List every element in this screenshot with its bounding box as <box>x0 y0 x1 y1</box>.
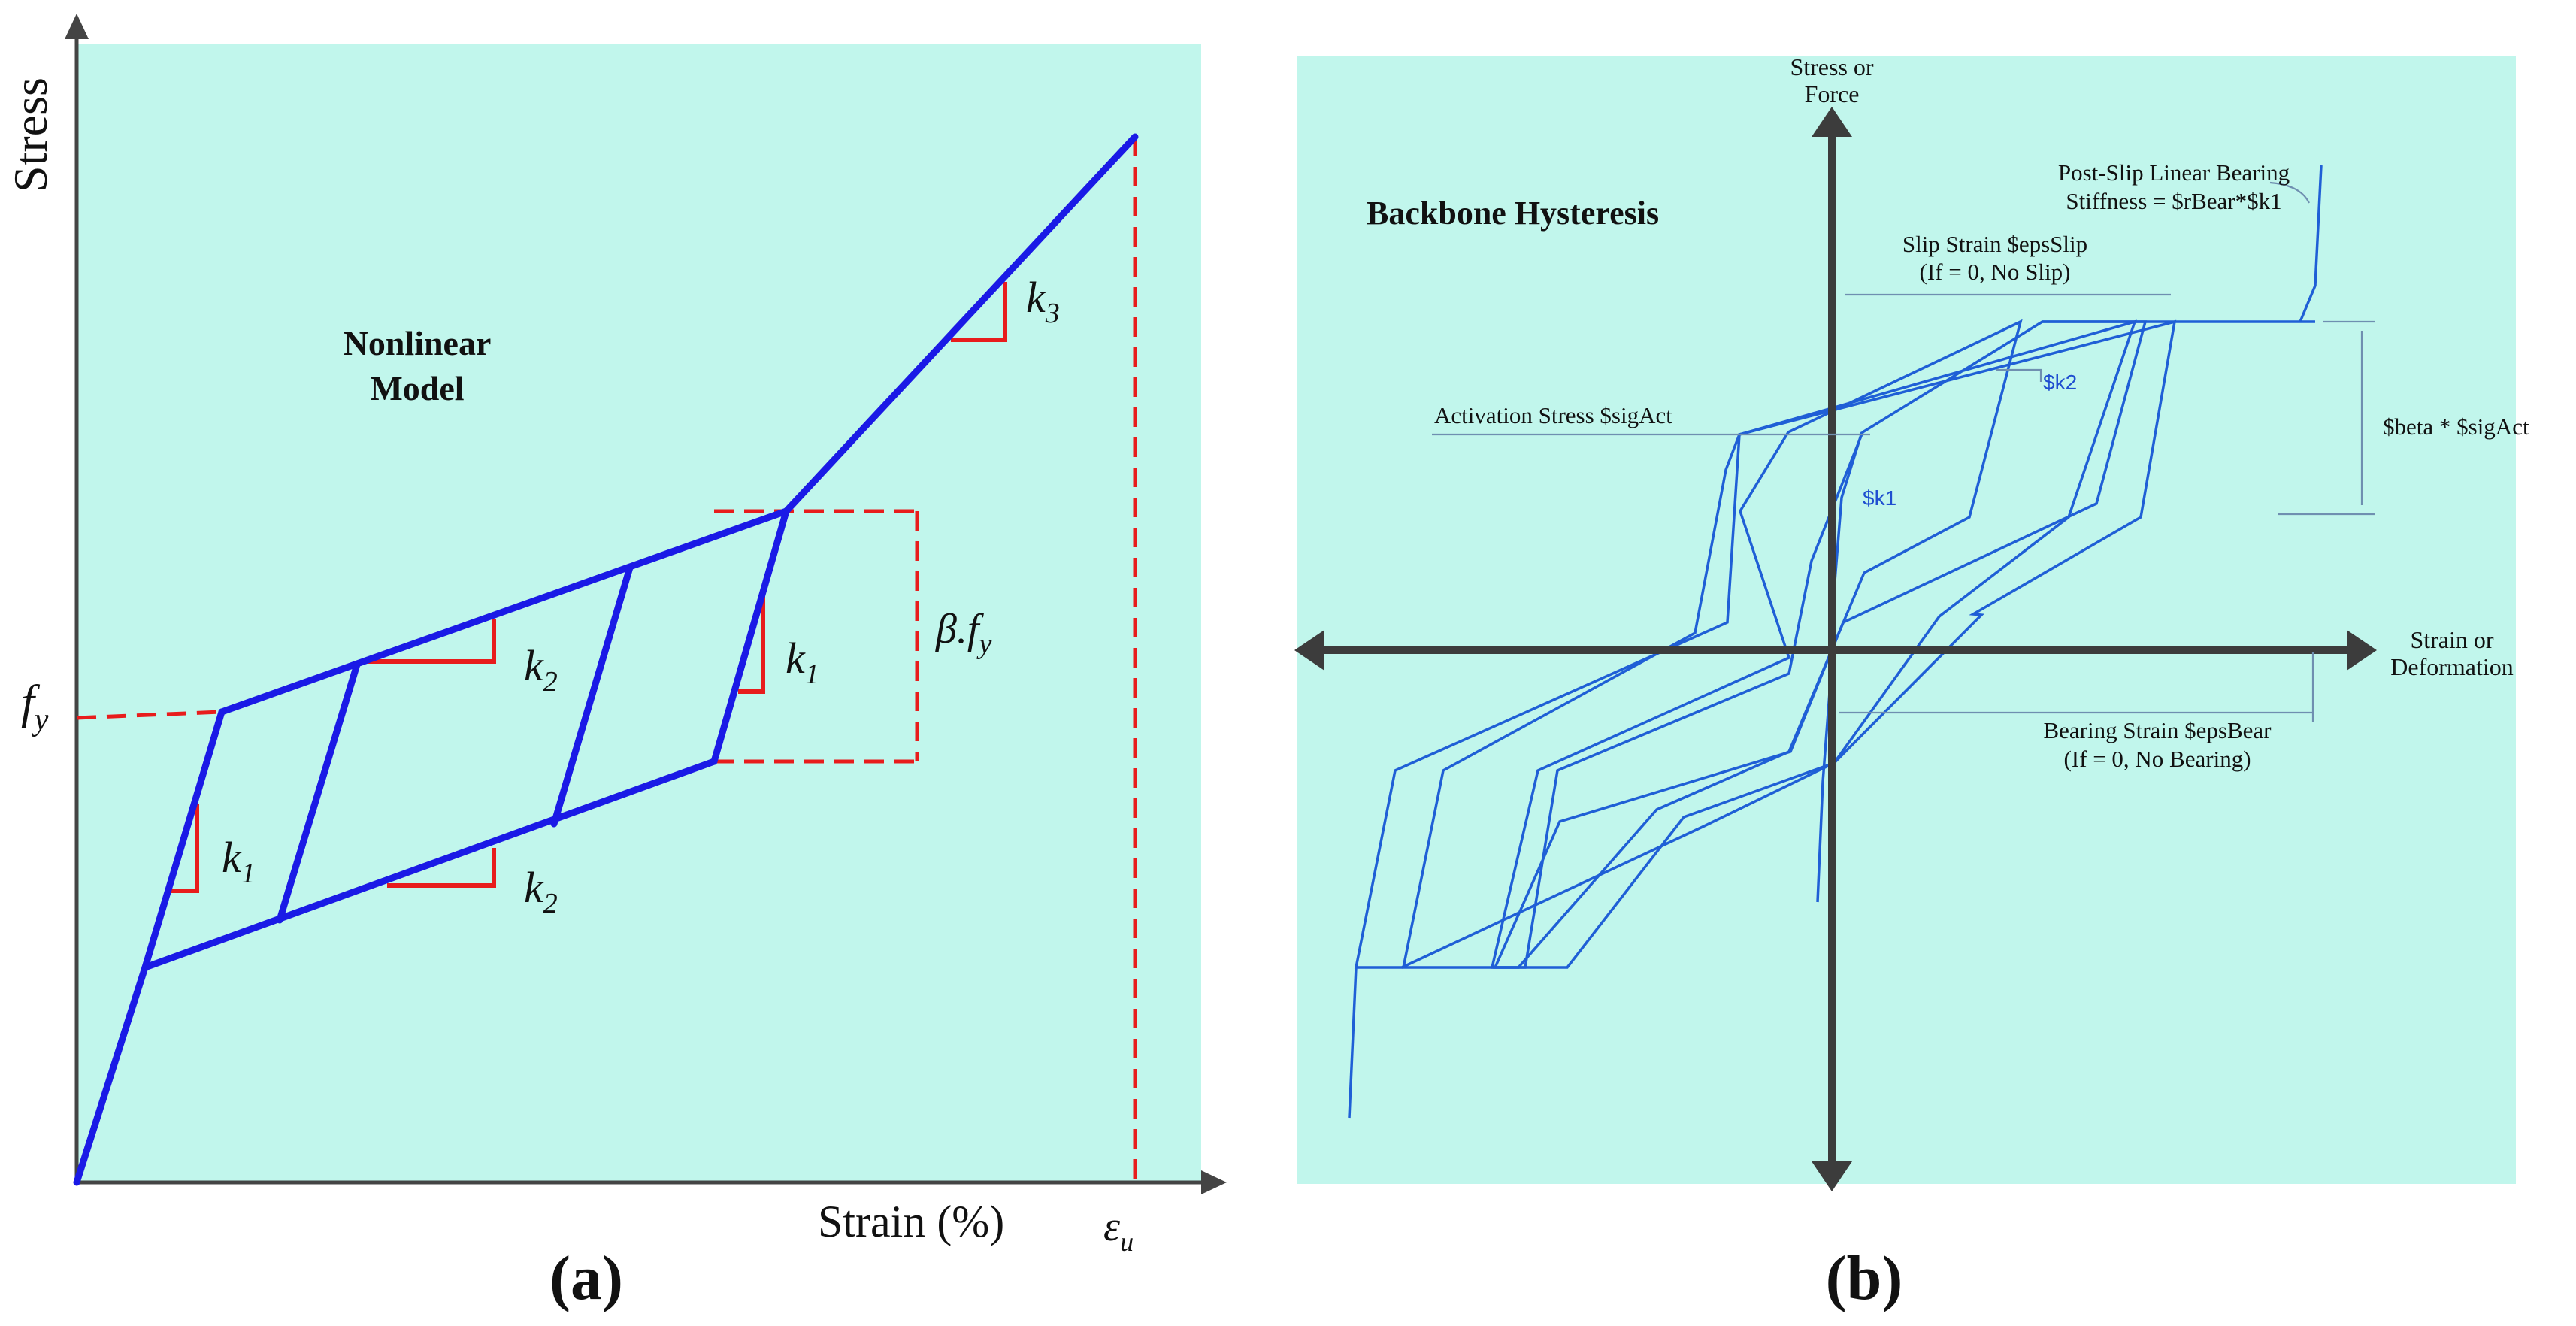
slip-strain-label-line1: Slip Strain $epsSlip <box>1902 231 2087 257</box>
panel-a-caption: (a) <box>549 1243 623 1313</box>
hysteresis-loop-3 <box>1490 319 2023 969</box>
panel-b-plot-area <box>1297 56 2516 1184</box>
panel-b-y-axis-label-line2: Force <box>1805 80 1860 107</box>
k1-lower-label: k1 <box>222 833 256 889</box>
panel-a-model-curves <box>73 133 1139 1186</box>
upper-hardening-branch <box>218 507 790 716</box>
post-bearing-branch-k3 <box>782 133 1139 515</box>
k1-lower-slope-marker <box>167 804 199 893</box>
hysteresis-loop-1-hook <box>1348 967 1358 1119</box>
hysteresis-loop-1 <box>1354 319 2177 969</box>
bearing-strain-label-line1: Bearing Strain $epsBear <box>2043 717 2272 743</box>
activation-stress-label: Activation Stress $sigAct <box>1434 402 1672 428</box>
panel-b-x-axis-label-line1: Strain or <box>2410 626 2493 653</box>
bearing-strain-label-line2: (If = 0, No Bearing) <box>2063 746 2251 772</box>
unloading-branch-2 <box>550 564 634 828</box>
k1-label: $k1 <box>1863 486 1896 510</box>
k2-lower-slope-marker <box>387 848 496 888</box>
k3-slope-marker <box>951 282 1007 342</box>
reloading-branch <box>710 507 790 765</box>
lower-hardening-branch <box>141 758 718 971</box>
panel-a: Stress Strain (%) Nonlinear Model fy β.f… <box>4 14 1227 1313</box>
panel-b-y-axis-top-arrowhead <box>1812 107 1852 137</box>
k2-marker <box>1996 368 2042 382</box>
panel-b-y-axis-label-line1: Stress or <box>1790 53 1873 80</box>
slip-strain-label-line2: (If = 0, No Slip) <box>1920 259 2071 285</box>
panel-a-axes <box>65 14 1227 1194</box>
k1-upper-slope-marker <box>738 586 765 694</box>
panel-b-hysteresis-loops <box>1348 165 2323 1119</box>
eps-u-label: εu <box>1103 1203 1134 1257</box>
beta-fy-label: β.fy <box>935 606 991 660</box>
panel-a-y-axis-arrowhead <box>65 14 89 39</box>
post-slip-label-line1: Post-Slip Linear Bearing <box>2058 159 2290 186</box>
panel-b-x-axis-left-arrowhead <box>1294 630 1324 671</box>
k2-lower-label: k2 <box>524 863 558 919</box>
post-slip-leader <box>2269 181 2310 204</box>
fy-dashed-line <box>76 710 222 720</box>
panel-b-caption: (b) <box>1826 1243 1903 1313</box>
nonlinear-model-title-line2: Model <box>370 369 464 407</box>
k2-upper-label: k2 <box>524 641 558 698</box>
panel-b: Backbone Hysteresis Stress or Force Stra… <box>1294 53 2529 1313</box>
fy-label: fy <box>21 675 49 737</box>
k2-label: $k2 <box>2043 371 2077 394</box>
unloading-branch-1 <box>276 661 361 924</box>
panel-a-y-axis-label: Stress <box>4 77 57 192</box>
k2-upper-slope-marker <box>364 619 496 664</box>
panel-b-x-axis-label-line2: Deformation <box>2390 653 2514 680</box>
panel-a-plot-area <box>77 44 1201 1182</box>
backbone-hysteresis-title: Backbone Hysteresis <box>1367 195 1659 232</box>
panel-b-y-axis-bottom-arrowhead <box>1812 1161 1852 1191</box>
k1-upper-label: k1 <box>786 634 819 690</box>
panel-a-slope-markers <box>167 282 1007 893</box>
k3-label: k3 <box>1026 273 1060 329</box>
panel-a-dashed-guides <box>76 137 1137 1182</box>
panel-a-x-axis-label: Strain (%) <box>818 1197 1004 1246</box>
panel-b-x-axis-right-arrowhead <box>2347 630 2377 671</box>
panel-b-axes <box>1294 107 2377 1191</box>
panel-a-x-axis-arrowhead <box>1201 1170 1227 1194</box>
hysteresis-loop-2 <box>1401 319 2137 969</box>
panel-b-annotation-lines <box>1432 181 2375 722</box>
post-slip-label-line2: Stiffness = $rBear*$k1 <box>2066 188 2281 214</box>
post-slip-bearing-branch <box>2299 165 2323 322</box>
nonlinear-model-title-line1: Nonlinear <box>344 324 492 362</box>
beta-sigact-label: $beta * $sigAct <box>2383 413 2529 440</box>
